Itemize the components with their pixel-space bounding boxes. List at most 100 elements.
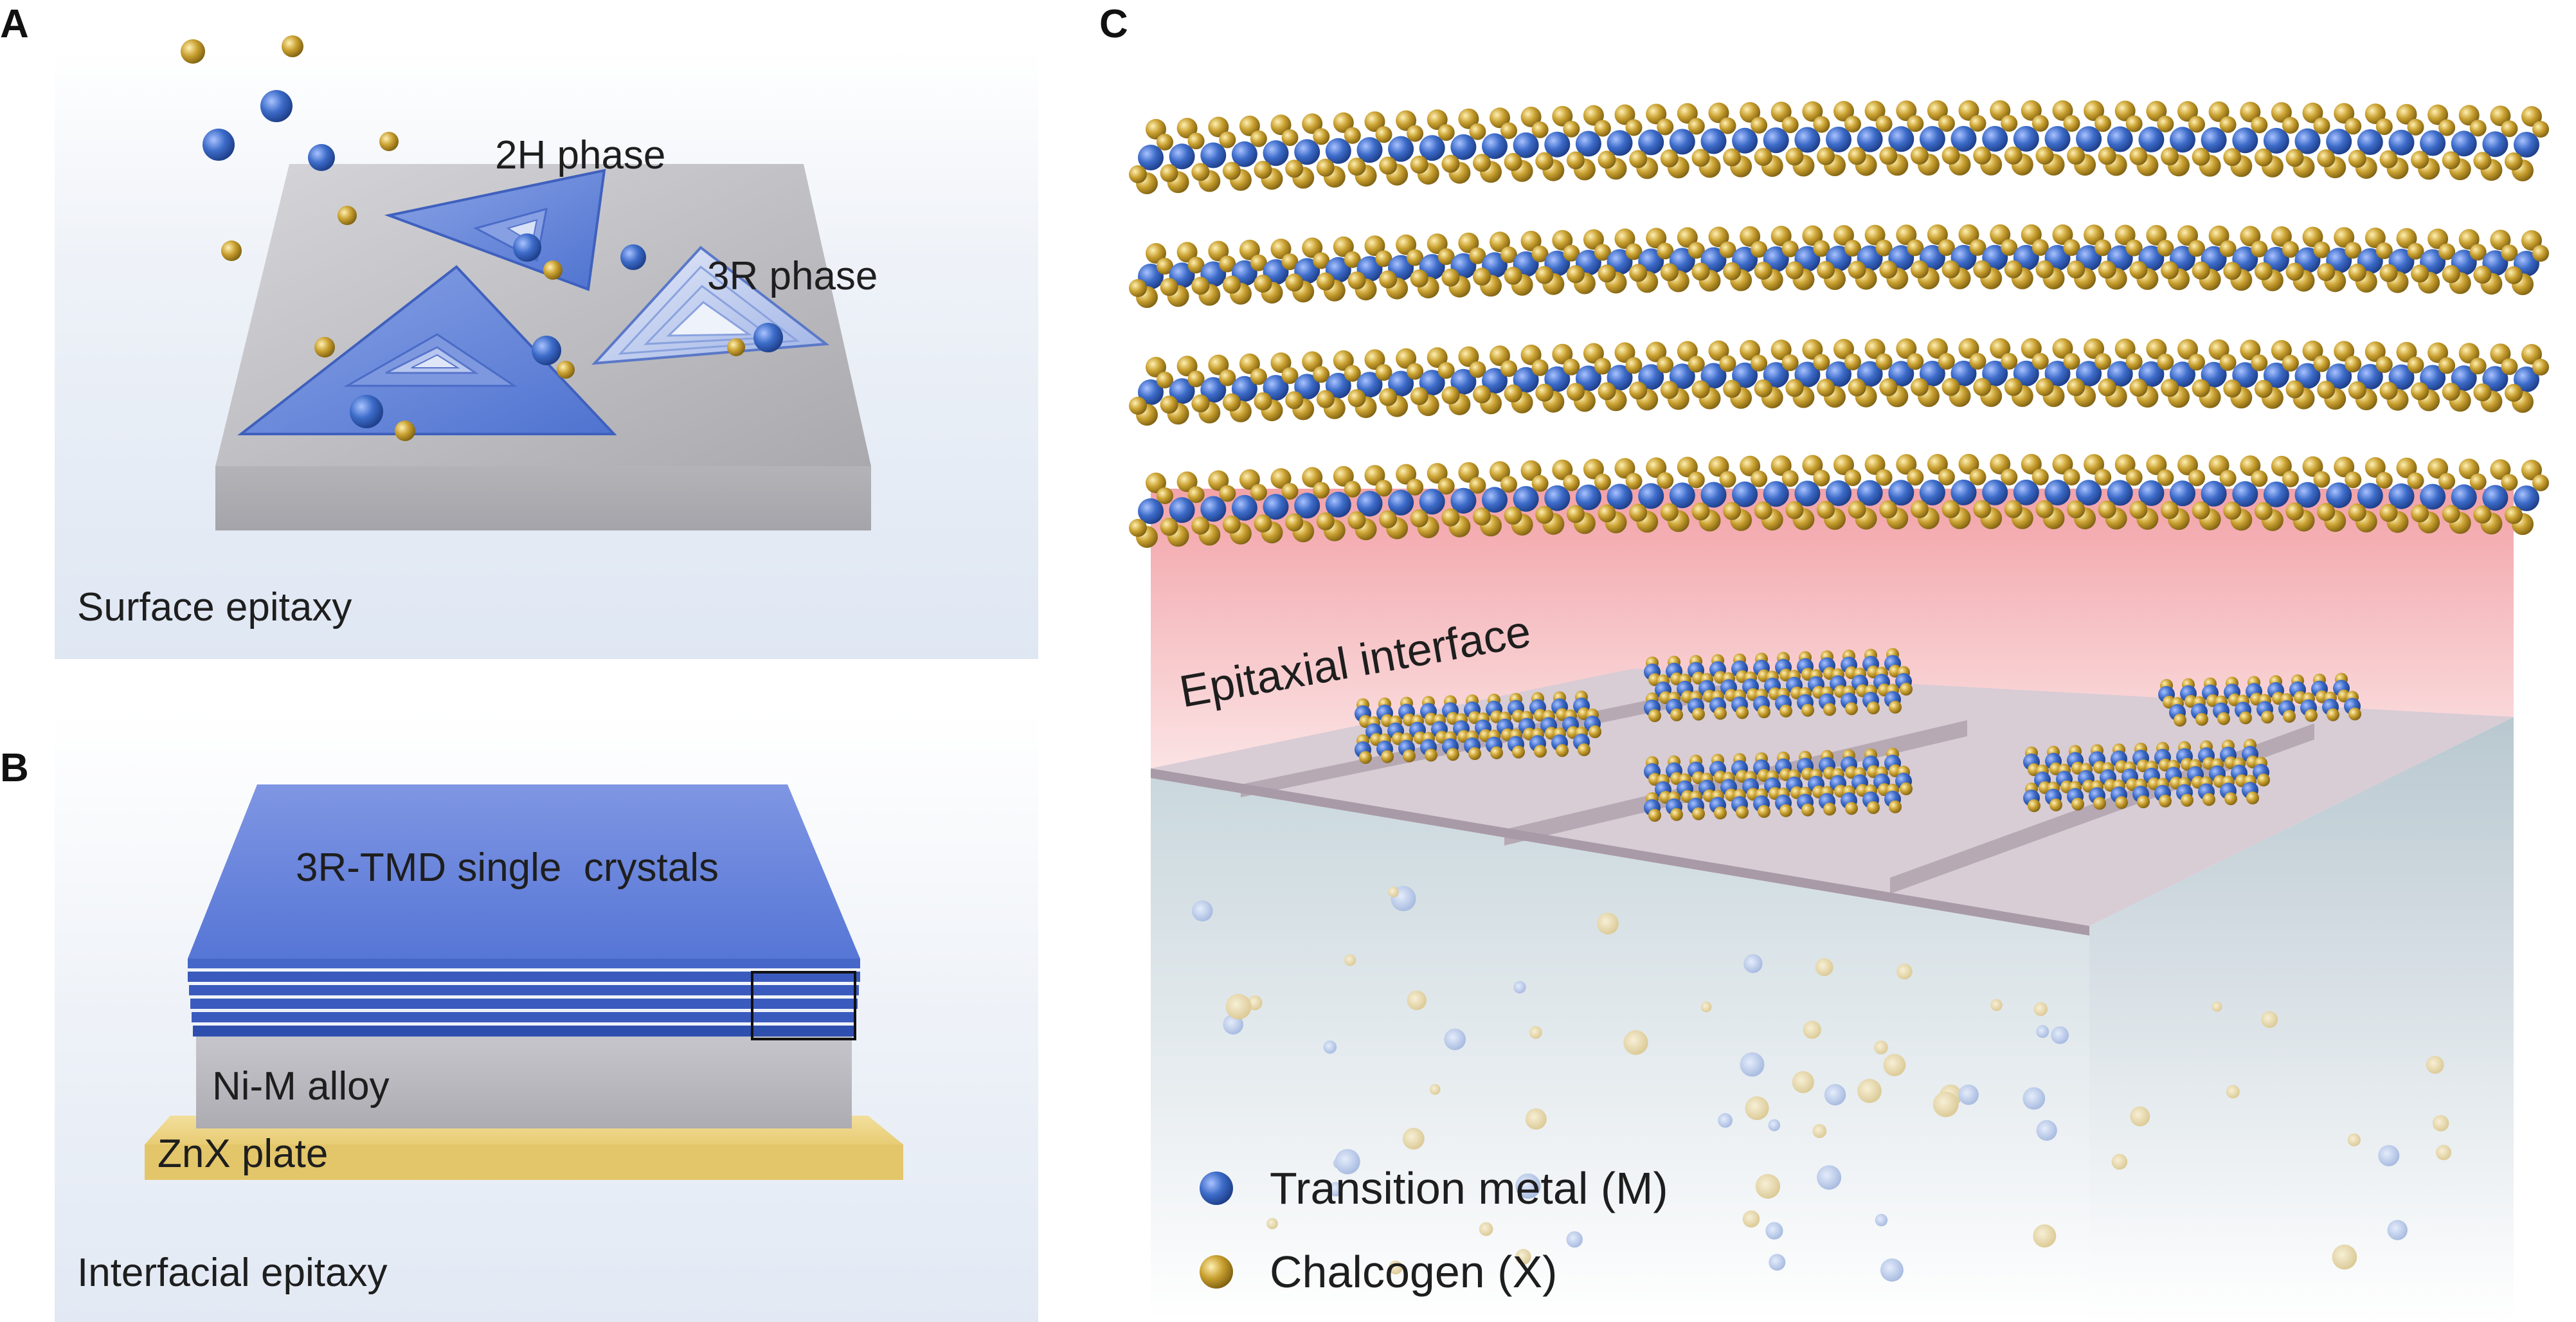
chalcogen-atom [1160,278,1178,296]
metal-atom [2201,127,2227,153]
chalcogen-atom [1941,146,1960,165]
chalcogen-atom [1907,353,1924,370]
metal-atom [1263,375,1289,401]
chalcogen-atom [1657,356,1674,374]
chalcogen-atom [2031,352,2049,370]
chalcogen-atom [2004,377,2022,396]
chalcogen-atom [2021,338,2042,359]
chalcogen-atom [1146,357,1166,377]
chalcogen-atom [1670,808,1683,821]
chalcogen-atom [2334,341,2355,362]
chalcogen-atom [1802,225,1823,246]
dissolved-chalcogen-atom [2226,1085,2240,1099]
dissolved-metal-atom [1444,1028,1466,1051]
chalcogen-atom [1187,257,1205,274]
chalcogen-atom [2067,500,2085,519]
chalcogen-atom [1875,239,1893,257]
chalcogen-atom [1531,475,1549,492]
chalcogen-atom [2114,454,2136,475]
panel-c-letter: C [1099,2,1128,46]
metal-atom [2482,366,2508,392]
metal-atom [2514,132,2539,158]
chalcogen-atom [1302,467,1323,488]
chalcogen-atom [1875,353,1893,370]
metal-atom [2388,129,2415,156]
chalcogen-atom [2396,228,2417,249]
chalcogen-atom [2146,454,2167,475]
substrate-cube-side [2089,717,2514,1322]
chalcogen-atom [1719,117,1736,134]
chalcogen-atom [1598,150,1616,169]
chalcogen-atom [1691,149,1710,167]
chalcogen-atom [1504,384,1522,403]
metal-atom [1700,363,1727,389]
metal-atom [1950,125,1977,152]
chalcogen-atom [1785,261,1804,280]
chalcogen-atom [1770,340,1792,361]
dissolved-chalcogen-atom [1402,1128,1425,1150]
metal-atom [1763,481,1789,507]
chalcogen-atom [1879,500,1898,519]
chalcogen-atom [1129,519,1147,537]
chalcogen-atom [2188,240,2205,257]
chalcogen-atom [1867,702,1880,714]
chalcogen-atom [1714,707,1727,720]
metal-atom [1732,127,1758,154]
metal-atom [2482,131,2508,158]
chalcogen-atom [1302,113,1323,134]
chalcogen-atom [1364,235,1385,257]
chalcogen-atom [1531,245,1549,262]
chalcogen-atom [2161,147,2179,166]
chalcogen-atom [1691,380,1710,399]
chalcogen-atom [2035,500,2054,518]
dissolved-chalcogen-atom [1479,1222,1493,1236]
chalcogen-atom [1556,744,1569,757]
chalcogen-atom [1375,480,1392,497]
chalcogen-atom [1500,476,1517,493]
metal-atom [1544,485,1571,511]
chalcogen-atom [2219,469,2237,487]
dissolved-chalcogen-atom [2347,1133,2361,1146]
chalcogen-atom [1583,229,1604,250]
chalcogen-atom [1347,511,1366,530]
metal-atom [2044,361,2071,386]
tmd-island-1 [1355,691,1601,764]
chalcogen-atom [2208,339,2229,360]
chalcogen-atom [1500,246,1517,264]
chalcogen-atom [2035,378,2054,396]
chalcogen-atom [1254,275,1272,293]
chalcogen-atom [2334,227,2355,248]
metal-atom [1669,482,1695,509]
chalcogen-atom [1657,472,1674,489]
chalcogen-atom [2469,358,2487,375]
chalcogen-atom [1504,152,1522,171]
chalcogen-atom [2313,471,2330,488]
chalcogen-atom [1751,240,1768,258]
chalcogen-atom [1437,124,1455,141]
chalcogen-atom [1848,147,1866,165]
metal-atom [2451,484,2477,511]
chalcogen-atom [1844,116,1861,132]
metal-atom [2294,128,2321,154]
chalcogen-atom [1520,460,1542,481]
panel-a-letter: A [0,2,29,46]
metal-atom [1607,130,1633,156]
metal-atom [1607,484,1633,510]
chalcogen-atom [2157,353,2174,370]
chalcogen-atom [2334,103,2355,124]
chalcogen-atom [1176,118,1198,139]
chalcogen-atom [1614,104,1635,125]
chalcogen-atom [1313,128,1330,145]
chalcogen-atom [1285,513,1304,532]
chalcogen-atom [1364,349,1385,370]
chalcogen-atom [1629,264,1648,282]
chalcogen-atom [1191,516,1210,535]
chalcogen-atom [2219,116,2237,133]
chalcogen-atom [2379,381,2398,400]
chalcogen-atom [1958,224,1979,245]
chalcogen-atom [1691,502,1710,521]
chalcogen-atom [1719,355,1736,372]
chalcogen-atom [1285,273,1304,292]
chalcogen-atom [1535,266,1554,284]
